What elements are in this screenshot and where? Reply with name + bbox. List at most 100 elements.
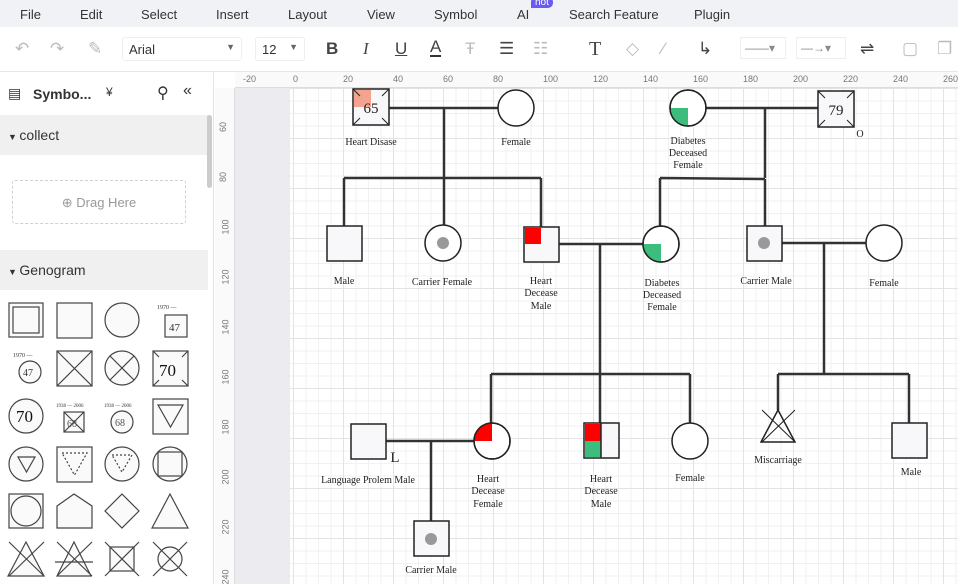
person-male-2[interactable] bbox=[891, 422, 928, 459]
symbol-miscarriage[interactable] bbox=[7, 540, 45, 577]
font-family-select[interactable]: Arial▼ bbox=[122, 37, 242, 61]
ruler-tick: 100 bbox=[220, 219, 231, 235]
symbol-male-age[interactable]: 70 bbox=[152, 350, 189, 387]
menu-symbol[interactable]: Symbol bbox=[434, 7, 478, 22]
person-miscarriage[interactable] bbox=[759, 408, 797, 443]
ruler-tick: 100 bbox=[543, 74, 559, 84]
symbol-female[interactable] bbox=[104, 302, 140, 338]
label: O bbox=[856, 129, 863, 140]
connector-icon[interactable]: ↳ bbox=[698, 39, 713, 58]
menu-search-feature[interactable]: Search Feature bbox=[569, 7, 659, 22]
font-color-button[interactable]: A bbox=[430, 37, 442, 57]
label: Female bbox=[675, 473, 705, 484]
chevron-down-icon: ▼ bbox=[289, 42, 298, 52]
text-tool-button[interactable]: T bbox=[589, 38, 602, 60]
symbol-deceased-female[interactable] bbox=[104, 350, 140, 386]
menu-view[interactable]: View bbox=[367, 7, 395, 22]
menu-plugin[interactable]: Plugin bbox=[694, 7, 731, 22]
person-carrier-male-2[interactable] bbox=[413, 520, 450, 557]
person-diabetes-deceased-female-2[interactable] bbox=[642, 225, 680, 263]
format-painter-icon[interactable]: ✎ bbox=[88, 39, 103, 58]
relationship-lines bbox=[342, 106, 911, 521]
symbol-female-dashed-triangle[interactable] bbox=[104, 446, 140, 482]
ruler-tick: 260 bbox=[943, 74, 958, 84]
person-diabetes-deceased-female[interactable] bbox=[669, 89, 707, 127]
menu-edit[interactable]: Edit bbox=[80, 7, 103, 22]
person-heart-decease-male-2[interactable] bbox=[583, 422, 620, 459]
person-carrier-male[interactable] bbox=[746, 225, 783, 262]
sidebar-scrollbar[interactable] bbox=[207, 115, 212, 188]
person-heart-decease-male[interactable] bbox=[523, 226, 560, 263]
symbol-diamond[interactable] bbox=[104, 493, 140, 529]
symbol-double-square[interactable] bbox=[8, 302, 44, 338]
underline-button[interactable]: U bbox=[395, 39, 408, 58]
symbol-female-triangle[interactable] bbox=[8, 446, 44, 482]
symbol-male[interactable] bbox=[56, 302, 93, 339]
person-heart-decease-female[interactable] bbox=[473, 422, 511, 460]
expand-icon[interactable]: ¥ bbox=[106, 85, 113, 99]
ruler-tick: 240 bbox=[220, 569, 231, 585]
person-male[interactable] bbox=[326, 225, 363, 262]
plus-circle-icon: ⊕ bbox=[61, 195, 77, 210]
label: Deceased bbox=[643, 290, 681, 301]
collapse-icon[interactable]: « bbox=[183, 82, 192, 99]
line-style-select[interactable]: ——▾ bbox=[740, 37, 786, 59]
menu-ai[interactable]: AI bbox=[517, 7, 530, 22]
symbol-adopted-male[interactable] bbox=[104, 541, 140, 577]
bold-button[interactable]: B bbox=[326, 39, 339, 58]
label: Decease bbox=[584, 486, 618, 497]
font-size-value: 12 bbox=[262, 42, 277, 57]
line-weight-icon[interactable]: ⇌ bbox=[860, 39, 875, 58]
symbol-female-birth-year[interactable]: 1970 —47 bbox=[13, 353, 42, 384]
person-female[interactable] bbox=[497, 89, 535, 127]
symbol-male-dashed-triangle[interactable] bbox=[56, 446, 93, 483]
layer-icon[interactable]: ❐ bbox=[937, 39, 953, 58]
fill-icon[interactable]: ◇ bbox=[626, 39, 640, 58]
undo-icon[interactable]: ↶ bbox=[15, 39, 30, 58]
svg-text:1938 — 2006: 1938 — 2006 bbox=[104, 404, 132, 409]
label: Heart bbox=[530, 276, 552, 287]
menu-file[interactable]: File bbox=[20, 7, 41, 22]
page bbox=[290, 88, 958, 584]
symbol-female-age[interactable]: 70 bbox=[8, 398, 44, 434]
symbol-male-triangle[interactable] bbox=[152, 398, 189, 435]
line-color-icon[interactable]: ⁄ bbox=[662, 39, 665, 58]
symbol-square-circle[interactable] bbox=[8, 493, 44, 529]
symbol-deceased-male[interactable] bbox=[56, 350, 93, 387]
strikethrough-icon[interactable]: Ŧ bbox=[465, 39, 476, 58]
person-female-3[interactable] bbox=[671, 422, 709, 460]
spacing-icon[interactable]: ☷ bbox=[533, 39, 549, 58]
italic-button[interactable]: I bbox=[363, 39, 369, 58]
ruler-tick: 120 bbox=[220, 269, 231, 285]
symbol-circle-square[interactable] bbox=[152, 446, 188, 482]
symbol-stillborn[interactable] bbox=[55, 540, 93, 577]
label: Female bbox=[869, 278, 899, 289]
section-genogram[interactable]: ▼ Genogram bbox=[0, 250, 208, 290]
ruler-tick: 220 bbox=[843, 74, 859, 84]
drag-here-dropzone[interactable]: ⊕ Drag Here bbox=[12, 180, 186, 224]
symbol-adopted-female[interactable] bbox=[152, 541, 188, 577]
symbol-male-birth-year[interactable]: 1970 —47 bbox=[157, 305, 188, 338]
search-icon[interactable]: ⚲ bbox=[157, 85, 169, 102]
menu-layout[interactable]: Layout bbox=[288, 7, 328, 22]
person-deceased-male-79[interactable]: 79 bbox=[817, 90, 855, 128]
menu-select[interactable]: Select bbox=[141, 7, 178, 22]
arrow-style-select[interactable]: —→▾ bbox=[796, 37, 846, 59]
symbol-pentagon[interactable] bbox=[56, 493, 93, 529]
group-icon[interactable]: ▢ bbox=[902, 39, 919, 58]
person-language-problem-male[interactable] bbox=[350, 423, 387, 460]
person-carrier-female[interactable] bbox=[424, 224, 462, 262]
person-female-2[interactable] bbox=[865, 224, 903, 262]
menu-insert[interactable]: Insert bbox=[216, 7, 249, 22]
person-heart-disease-male[interactable]: 65 bbox=[352, 88, 390, 126]
symbol-triangle[interactable] bbox=[151, 492, 189, 529]
align-icon[interactable]: ☰ bbox=[499, 39, 515, 58]
font-size-select[interactable]: 12 ▼ bbox=[255, 37, 305, 61]
drawing-canvas[interactable]: 65 79 bbox=[235, 88, 958, 584]
ruler-tick: 200 bbox=[793, 74, 809, 84]
redo-icon[interactable]: ↷ bbox=[50, 39, 65, 58]
section-collect[interactable]: ▼ collect bbox=[0, 115, 208, 155]
